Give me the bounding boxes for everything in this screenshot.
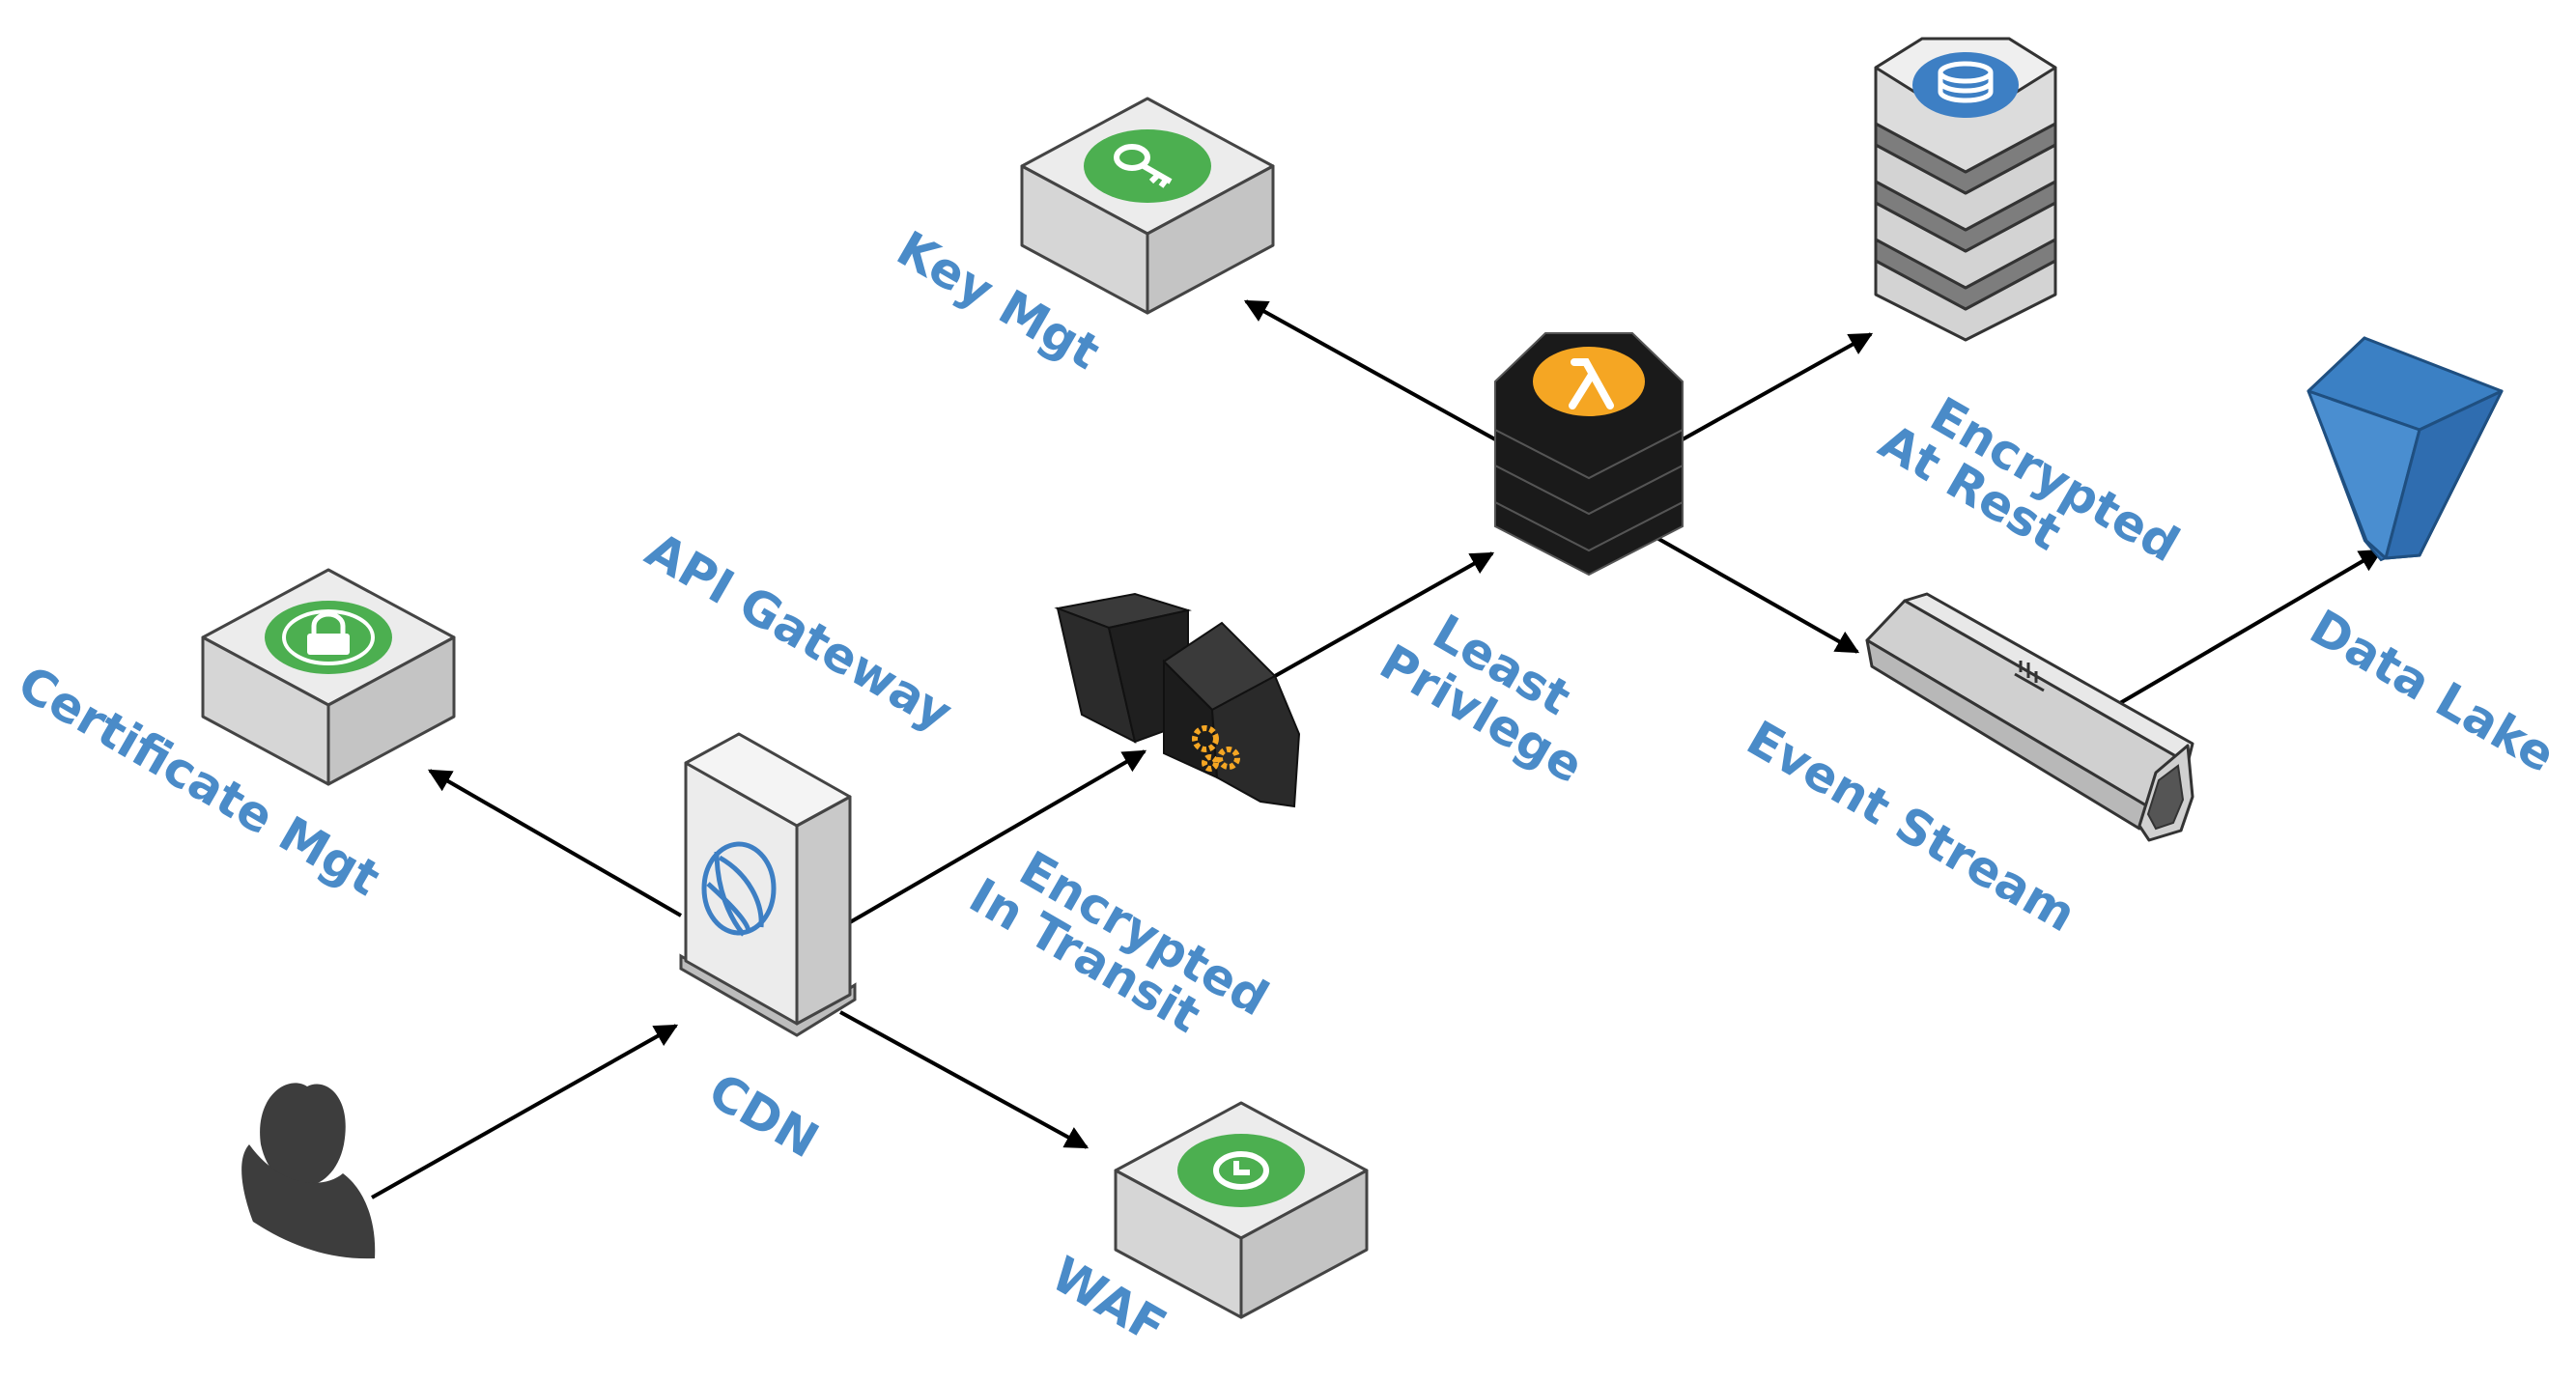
lock-icon	[282, 609, 375, 665]
label-data-lake: Data Lake	[2301, 599, 2564, 783]
key-mgt-box	[1020, 97, 1275, 315]
label-api-gateway: API Gateway	[637, 522, 961, 742]
lambda-stack	[1494, 332, 1684, 577]
cdn-server	[679, 732, 857, 1037]
database-icon	[1938, 61, 1994, 103]
gears-icon	[1192, 725, 1240, 772]
api-gateway	[1054, 592, 1301, 808]
shield-clock-icon	[1213, 1151, 1269, 1190]
user-icon	[241, 1083, 376, 1259]
arrow-api-gateway-to-lambda	[1274, 551, 1495, 678]
arrow-lambda-to-event-stream	[1653, 534, 1860, 654]
arrow-lambda-to-database	[1682, 332, 1874, 441]
lambda-icon	[1569, 358, 1614, 409]
arrow-user-to-cdn	[371, 1024, 679, 1199]
bar-chart-icon	[2014, 661, 2045, 692]
arrow-cdn-to-certificate	[427, 769, 682, 917]
arrow-lambda-to-key-mgt	[1243, 299, 1496, 441]
label-cdn: CDN	[699, 1062, 828, 1169]
event-stream	[1865, 592, 2194, 842]
data-lake-bucket	[2307, 336, 2504, 562]
waf-box	[1114, 1101, 1369, 1319]
globe-icon	[701, 841, 777, 937]
database-stack	[1874, 37, 2057, 342]
key-icon	[1114, 144, 1173, 188]
connectors	[371, 299, 2384, 1199]
arrow-event-stream-to-data-lake	[2118, 549, 2384, 705]
arrow-cdn-to-api-gateway	[848, 749, 1147, 924]
certificate-mgt-box	[201, 568, 456, 786]
arrow-cdn-to-waf	[839, 1010, 1090, 1149]
